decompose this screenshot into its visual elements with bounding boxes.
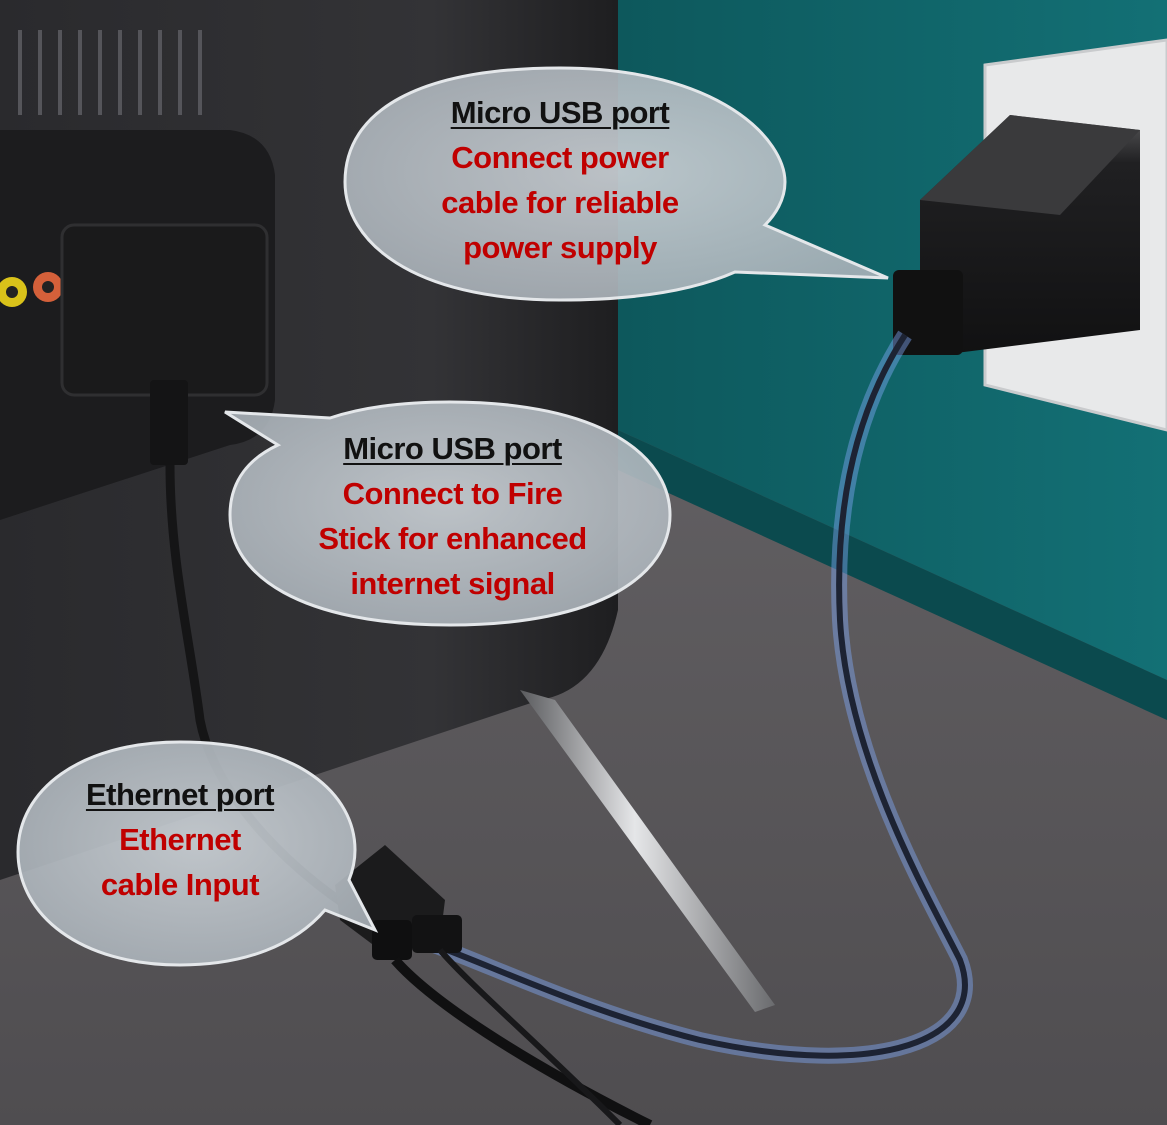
callout-firestick-line-3: internet signal xyxy=(350,566,555,601)
callout-power-line-2: cable for reliable xyxy=(441,185,679,220)
callout-firestick-line-1: Connect to Fire xyxy=(342,476,563,511)
callout-firestick-title: Micro USB port xyxy=(343,431,562,466)
callout-power-line-3: power supply xyxy=(463,230,657,265)
callout-power-title: Micro USB port xyxy=(450,95,670,130)
callout-power-line-1: Connect power xyxy=(451,140,669,175)
ethernet-cable xyxy=(391,956,653,1125)
wall-charger-icon xyxy=(893,115,1140,355)
callout-bubble-power xyxy=(343,66,889,302)
fire-stick-dongle xyxy=(60,223,269,397)
callout-bubble-ethernet xyxy=(16,740,379,967)
tv-vents xyxy=(18,30,202,115)
callout-ethernet-title: Ethernet port xyxy=(85,777,275,812)
callout-firestick-text: Micro USB port Connect to Fire Stick for… xyxy=(280,426,625,606)
callout-power-text: Micro USB port Connect power cable for r… xyxy=(390,90,730,270)
power-cable xyxy=(419,333,968,1059)
callout-ethernet-text: Ethernet port Ethernet cable Input xyxy=(55,772,305,907)
callout-ethernet-line-1: Ethernet xyxy=(119,822,241,857)
callout-bubble-firestick xyxy=(224,400,672,627)
callout-ethernet-line-2: cable Input xyxy=(100,867,260,902)
callout-firestick-line-2: Stick for enhanced xyxy=(318,521,587,556)
baseboard xyxy=(618,430,1167,720)
tv-stand-leg xyxy=(520,690,775,1012)
